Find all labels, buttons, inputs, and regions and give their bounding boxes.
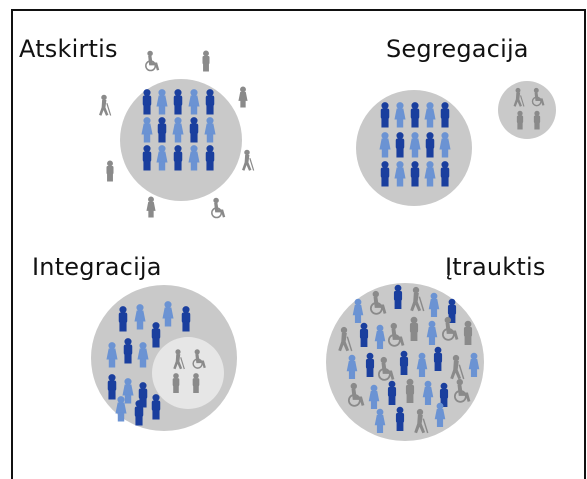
- cane-walker-icon: [242, 149, 255, 172]
- person-icon: [238, 86, 248, 108]
- person-icon: [205, 145, 215, 171]
- person-icon: [173, 145, 183, 171]
- person-icon: [181, 306, 191, 332]
- person-icon: [142, 145, 152, 171]
- person-icon: [172, 373, 180, 393]
- person-icon: [395, 132, 405, 158]
- person-icon: [393, 284, 403, 310]
- person-icon: [151, 394, 161, 420]
- label-integracija: Integracija: [32, 253, 162, 281]
- person-icon: [146, 196, 156, 218]
- person-icon: [157, 117, 167, 143]
- person-icon: [380, 102, 390, 128]
- person-icon: [516, 110, 524, 130]
- person-icon: [410, 102, 420, 128]
- person-icon: [106, 160, 114, 182]
- person-icon: [107, 374, 117, 400]
- person-icon: [123, 338, 133, 364]
- person-icon: [151, 322, 161, 348]
- person-icon: [433, 346, 443, 372]
- integracija-inner-circle: [152, 337, 224, 409]
- person-icon: [173, 89, 183, 115]
- person-icon: [189, 117, 199, 143]
- label-atskirtis: Atskirtis: [19, 35, 118, 63]
- person-icon: [134, 400, 144, 426]
- segregacija-small-circle: [498, 81, 556, 139]
- frame-border-left: [11, 9, 13, 479]
- person-icon: [142, 89, 152, 115]
- person-icon: [192, 373, 200, 393]
- person-icon: [405, 378, 415, 404]
- frame-border-right: [584, 9, 586, 479]
- person-icon: [365, 352, 375, 378]
- person-icon: [440, 161, 450, 187]
- person-icon: [533, 110, 541, 130]
- person-icon: [440, 102, 450, 128]
- person-icon: [409, 316, 419, 342]
- person-icon: [410, 161, 420, 187]
- person-icon: [463, 320, 473, 346]
- person-icon: [395, 406, 405, 432]
- person-icon: [425, 132, 435, 158]
- frame-border-top: [11, 9, 586, 11]
- wheelchair-icon: [211, 197, 226, 219]
- person-icon: [118, 306, 128, 332]
- person-icon: [439, 382, 449, 408]
- person-icon: [387, 380, 397, 406]
- person-icon: [359, 322, 369, 348]
- label-segregacija: Segregacija: [386, 35, 529, 63]
- person-icon: [205, 89, 215, 115]
- person-icon: [380, 161, 390, 187]
- person-icon: [202, 50, 210, 72]
- person-icon: [399, 350, 409, 376]
- cane-walker-icon: [99, 94, 112, 117]
- wheelchair-icon: [145, 50, 160, 72]
- label-itrauktis: Įtrauktis: [445, 253, 546, 281]
